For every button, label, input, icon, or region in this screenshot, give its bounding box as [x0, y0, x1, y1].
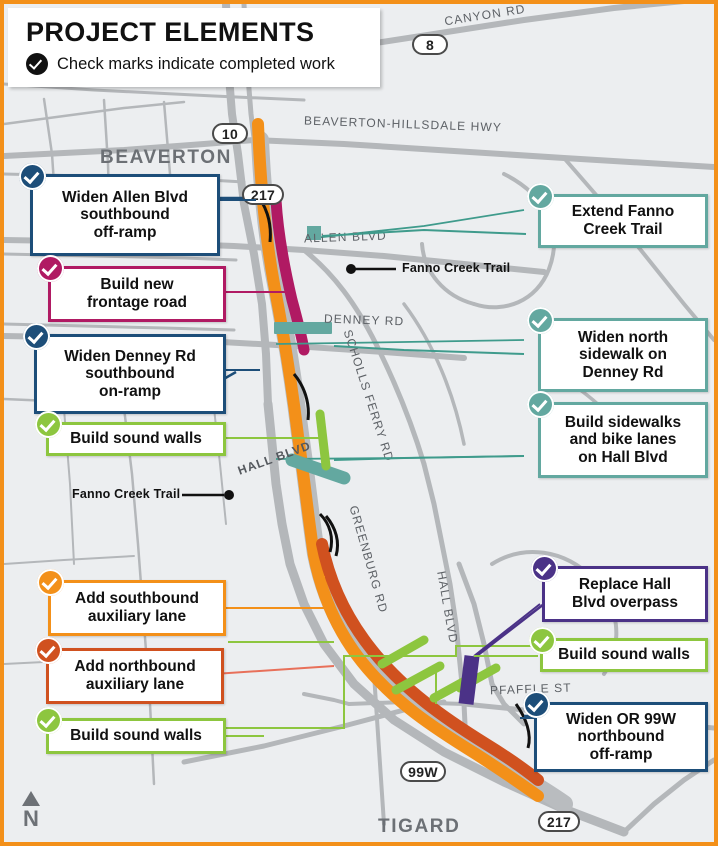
legend-title: PROJECT ELEMENTS — [26, 17, 315, 47]
trail-marker-allen — [307, 226, 321, 240]
hall-blvd-sidewalk-marker — [285, 453, 351, 485]
check-circle-icon — [35, 411, 62, 438]
callout-text: Build sound walls — [70, 727, 202, 745]
hall-blvd-overpass — [458, 655, 480, 705]
northbound-auxiliary-lane — [316, 538, 544, 786]
check-circle-icon — [37, 569, 64, 596]
highway-shield-217-south: 217 — [538, 811, 580, 832]
city-label-tigard: TIGARD — [378, 816, 461, 837]
check-circle-icon — [35, 707, 62, 734]
callout-connectors — [213, 199, 541, 737]
callout-widen-allen-blvd-southbound-off-ramp[interactable]: Widen Allen Blvd southbound off-ramp — [19, 163, 220, 256]
callout-text: Build sidewalks and bike lanes on Hall B… — [564, 413, 682, 466]
callout-text: Build sound walls — [70, 430, 202, 448]
callout-text: Build sound walls — [558, 646, 690, 664]
callout-text: Widen north sidewalk on Denney Rd — [577, 328, 669, 381]
callout-build-sound-walls-south[interactable]: Build sound walls — [35, 707, 226, 754]
check-circle-icon — [523, 691, 550, 718]
check-circle-icon — [531, 555, 558, 582]
city-label-beaverton: BEAVERTON — [100, 147, 232, 168]
new-frontage-road — [270, 194, 310, 356]
callout-build-sidewalks-and-bike-lanes-on-hall-blvd[interactable]: Build sidewalks and bike lanes on Hall B… — [527, 391, 708, 478]
check-circle-icon — [23, 323, 50, 350]
check-circle-icon — [35, 637, 62, 664]
callout-widen-or-99w-northbound-off-ramp[interactable]: Widen OR 99W northbound off-ramp — [523, 691, 708, 772]
connector-hall-sidewalks — [333, 455, 525, 461]
callout-widen-denney-rd-southbound-on-ramp[interactable]: Widen Denney Rd southbound on-ramp — [23, 323, 226, 414]
fanno-creek-trail-label-upper: Fanno Creek Trail — [402, 261, 511, 275]
callout-text: Widen OR 99W northbound off-ramp — [565, 710, 677, 763]
callout-replace-hall-blvd-overpass[interactable]: Replace Hall Blvd overpass — [531, 555, 708, 622]
legend-subtitle-row: Check marks indicate completed work — [26, 53, 366, 76]
connector-hall-overpass — [473, 603, 541, 657]
north-arrow: N — [22, 791, 40, 830]
check-circle-icon — [529, 627, 556, 654]
callout-text: Extend Fanno Creek Trail — [571, 203, 675, 238]
connector-denney-sidewalk — [333, 345, 525, 355]
north-arrow-label: N — [23, 806, 39, 831]
fanno-creek-trail-annotation-upper: Fanno Creek Trail — [344, 260, 510, 283]
check-circle-icon — [527, 391, 554, 418]
callout-text: Add southbound auxiliary lane — [75, 590, 199, 625]
overpass-link — [473, 603, 545, 659]
callout-text: Replace Hall Blvd overpass — [572, 576, 678, 611]
check-circle-icon — [19, 163, 46, 190]
callout-text: Widen Denney Rd southbound on-ramp — [64, 347, 196, 400]
north-arrow-icon — [22, 791, 40, 806]
connector-northbound-aux — [213, 665, 335, 675]
callout-build-new-frontage-road[interactable]: Build new frontage road — [37, 255, 226, 322]
highway-shield-10: 10 — [212, 123, 248, 144]
connector-southbound-aux — [214, 576, 325, 609]
fanno-creek-trail-label-lower: Fanno Creek Trail — [72, 487, 181, 501]
callout-build-sound-walls-north[interactable]: Build sound walls — [35, 411, 226, 456]
callout-text: Build new frontage road — [87, 276, 187, 311]
sound-wall-links — [226, 641, 544, 729]
southbound-auxiliary-lane — [252, 118, 544, 802]
connector-extend-trail — [321, 228, 527, 237]
highway-shield-99w: 99W — [400, 761, 446, 782]
check-circle-icon — [527, 183, 554, 210]
callout-build-sound-walls-east[interactable]: Build sound walls — [529, 627, 708, 672]
highway-shield-8: 8 — [412, 34, 448, 55]
callout-widen-north-sidewalk-on-denney-rd[interactable]: Widen north sidewalk on Denney Rd — [527, 307, 708, 392]
check-circle-icon — [37, 255, 64, 282]
legend-panel: PROJECT ELEMENTS Check marks indicate co… — [8, 8, 380, 88]
callout-text: Add northbound auxiliary lane — [74, 658, 196, 693]
callout-extend-fanno-creek-trail[interactable]: Extend Fanno Creek Trail — [527, 183, 708, 248]
legend-subtitle: Check marks indicate completed work — [57, 54, 335, 73]
callout-add-southbound-auxiliary-lane[interactable]: Add southbound auxiliary lane — [37, 569, 226, 636]
denney-sidewalk-marker — [274, 322, 332, 334]
check-circle-icon — [26, 53, 48, 76]
callout-text: Widen Allen Blvd southbound off-ramp — [62, 188, 188, 241]
callout-add-northbound-auxiliary-lane[interactable]: Add northbound auxiliary lane — [35, 637, 224, 704]
check-circle-icon — [527, 307, 554, 334]
